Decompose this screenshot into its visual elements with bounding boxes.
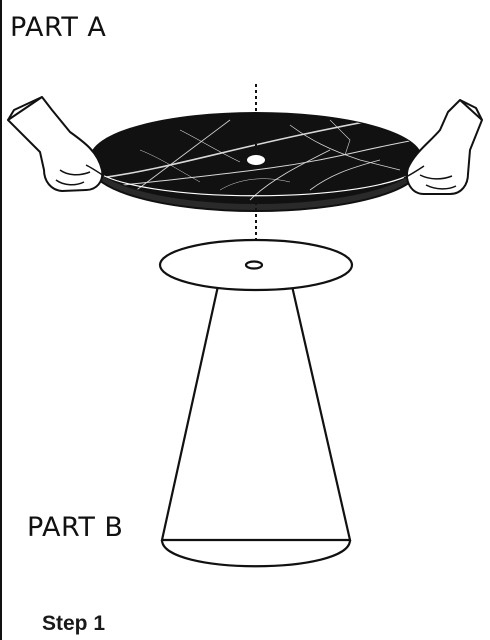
base-part-b: [160, 240, 352, 566]
base-center-hole: [246, 262, 262, 269]
step-label: Step 1: [42, 612, 105, 636]
part-b-label: PART B: [27, 512, 123, 543]
tabletop-center-hole: [247, 155, 265, 165]
left-hand-icon: [8, 97, 104, 191]
